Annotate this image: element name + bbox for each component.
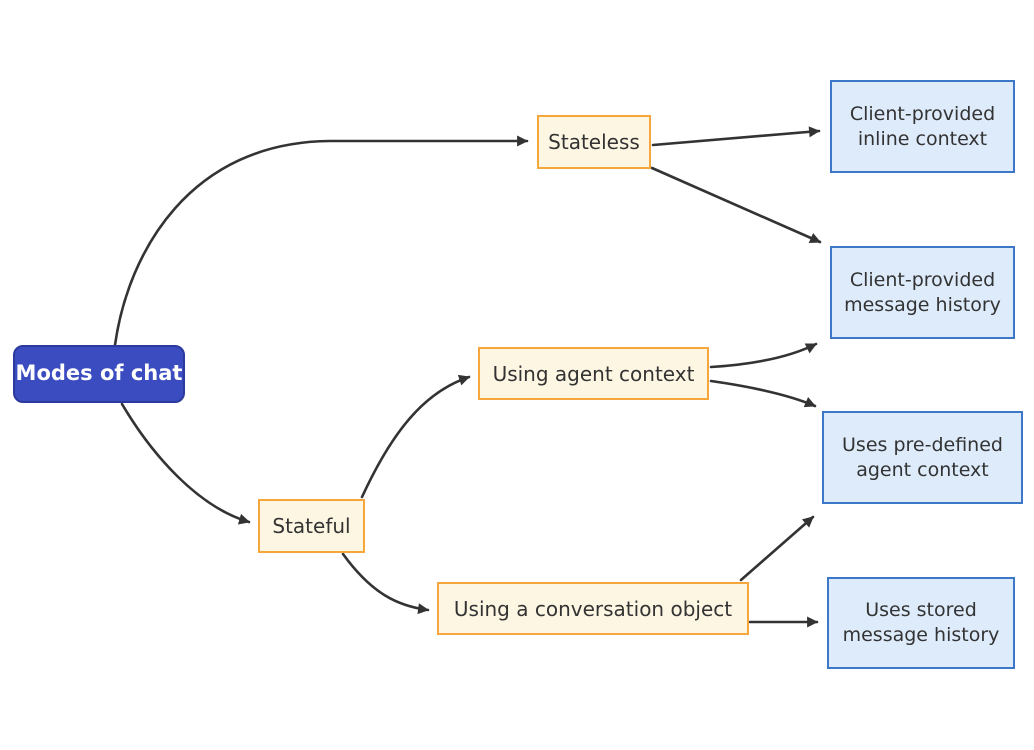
node-client-provided-message-history: Client-provided message history — [830, 246, 1015, 339]
edge-agent-context-message-history — [709, 342, 818, 369]
node-modes-of-chat: Modes of chat — [13, 345, 185, 403]
node-client-provided-inline-context-label: Client-provided inline context — [849, 102, 996, 150]
edge-stateless-message-history — [650, 166, 822, 244]
node-using-conversation-object: Using a conversation object — [437, 582, 749, 635]
node-modes-of-chat-label: Modes of chat — [15, 361, 183, 386]
edge-stateful-agent-context — [360, 374, 471, 499]
edge-root-stateless — [113, 135, 529, 347]
node-stateful-label: Stateful — [272, 514, 351, 538]
edge-conversation-object-predefined — [739, 515, 815, 582]
node-uses-stored-message-history: Uses stored message history — [827, 577, 1015, 669]
node-uses-stored-message-history-label: Uses stored message history — [842, 599, 1000, 646]
edge-stateful-conversation-object — [341, 552, 430, 615]
node-uses-predefined-agent-context: Uses pre-defined agent context — [822, 411, 1023, 504]
node-stateless: Stateless — [537, 115, 651, 169]
node-client-provided-inline-context: Client-provided inline context — [830, 80, 1015, 173]
edge-agent-context-predefined — [709, 379, 817, 408]
node-uses-predefined-agent-context-label: Uses pre-defined agent context — [842, 433, 1003, 481]
edge-root-stateful — [120, 402, 251, 525]
node-using-conversation-object-label: Using a conversation object — [453, 596, 733, 621]
node-using-agent-context: Using agent context — [478, 347, 709, 400]
node-client-provided-message-history-label: Client-provided message history — [844, 268, 1001, 316]
node-stateless-label: Stateless — [548, 130, 640, 154]
edge-stateless-inline-context — [651, 126, 821, 147]
node-using-agent-context-label: Using agent context — [492, 361, 695, 386]
node-stateful: Stateful — [258, 499, 365, 553]
